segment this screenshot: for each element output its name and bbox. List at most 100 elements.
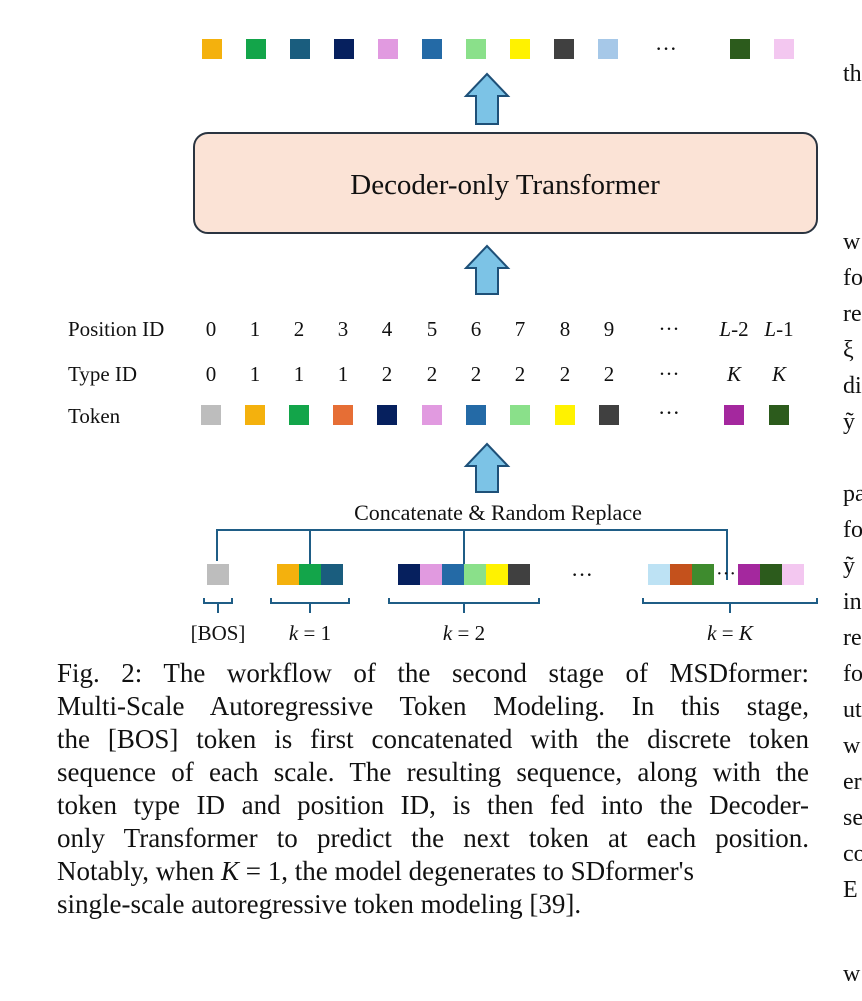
position-id-cell: 6 [471,317,482,341]
row-label-type-id: Type ID [68,362,137,386]
type-id-cell: 2 [515,362,526,386]
token-cell [333,405,353,425]
transformer-label: Decoder-only Transformer [350,169,660,201]
type-id-cell: 2 [604,362,615,386]
output-token [422,39,442,59]
type-id-cell: 2 [471,362,482,386]
group-token [321,564,343,585]
group-bracket [270,598,350,613]
group-token [398,564,420,585]
group-token [738,564,760,585]
figure-caption: Fig. 2: The workflow of the second stage… [57,657,809,921]
output-token [202,39,222,59]
position-id-cell: L-2 [718,317,748,341]
column-fragment: se [843,805,862,831]
caption-line: Fig. 2: The workflow of the second stage… [57,658,809,688]
group-token [299,564,321,585]
token-cell [555,405,575,425]
group-token [464,564,486,585]
transformer-box [193,132,818,234]
group-bracket [203,598,233,613]
group-token [648,564,670,585]
scale-group: k = 1 [270,564,350,645]
caption-text: Notably, when [57,856,221,886]
group-token [760,564,782,585]
type-id-cell: 2 [382,362,393,386]
concat-label: Concatenate & Random Replace [354,500,642,525]
output-token [554,39,574,59]
type-id-cell: 2 [427,362,438,386]
column-fragment: pa [843,481,862,507]
group-bracket [388,598,540,613]
type-id-cell: ··· [659,362,680,386]
token-cell [377,405,397,425]
group-token [442,564,464,585]
token-cell [769,405,789,425]
output-token [774,39,794,59]
group-label: [BOS] [191,621,246,645]
caption-line: single-scale autoregressive token modeli… [57,889,582,919]
figure: ··· Decoder-only Transformer Position ID… [68,36,818,645]
caption-line: token type ID and position ID, is then f… [57,790,809,820]
token-cell [599,405,619,425]
position-id-cell: 1 [250,317,261,341]
type-id-cell: 1 [294,362,305,386]
column-fragment: ỹ [843,553,855,579]
caption-line: Multi-Scale Autoregressive Token Modelin… [57,691,809,721]
arrow-up-icon [463,442,511,493]
token-ellipsis: ··· [658,400,680,425]
output-token [730,39,750,59]
column-fragment: ξ [843,337,854,363]
output-token [334,39,354,59]
column-fragment: E [843,877,858,903]
scale-groups: [BOS] k = 1 k = 2 ···k = K [191,563,818,645]
row-label-token: Token [68,404,121,428]
position-id-cell: 4 [382,317,393,341]
position-id-cell: 8 [560,317,571,341]
position-id-cell: 3 [338,317,349,341]
group-token [277,564,299,585]
type-id-cell: 1 [250,362,261,386]
arrow-up-icon [463,72,511,125]
arrow-up-icon [463,244,511,295]
scale-group: k = 2 [388,564,540,645]
output-token [290,39,310,59]
position-id-cell: ··· [659,317,680,341]
group-label: k = K [707,621,754,645]
output-token [598,39,618,59]
token-row: ··· [201,400,789,425]
group-label: k = 1 [289,621,331,645]
column-fragment: er [843,769,862,795]
column-fragment: w [843,961,861,987]
row-label-position-id: Position ID [68,317,164,341]
group-token [692,564,714,585]
token-cell [510,405,530,425]
group-token [508,564,530,585]
column-fragment: re [843,301,862,327]
scale-group: [BOS] [191,564,246,645]
concat-connector [216,529,728,580]
caption-text: = 1, the model degenerates to SDformer's [238,856,694,886]
caption-line: the [BOS] token is first concatenated wi… [57,724,809,754]
type-id-cell: K [726,362,742,386]
type-id-cell: K [771,362,787,386]
output-token [510,39,530,59]
scale-group: ···k = K [642,563,818,645]
caption-line: only Transformer to predict the next tok… [57,823,809,853]
token-cell [201,405,221,425]
column-fragment: re [843,625,862,651]
group-label: k = 2 [443,621,485,645]
position-id-cell: 2 [294,317,305,341]
position-id-cell: 0 [206,317,217,341]
position-id-cell: 9 [604,317,615,341]
group-token [486,564,508,585]
caption-line: sequence of each scale. The resulting se… [57,757,809,787]
position-id-cell: 7 [515,317,526,341]
group-bracket [642,598,818,613]
column-fragment: ut [843,697,862,723]
column-fragment: di [843,373,862,399]
token-cell [289,405,309,425]
caption-math-k: K [220,856,239,886]
